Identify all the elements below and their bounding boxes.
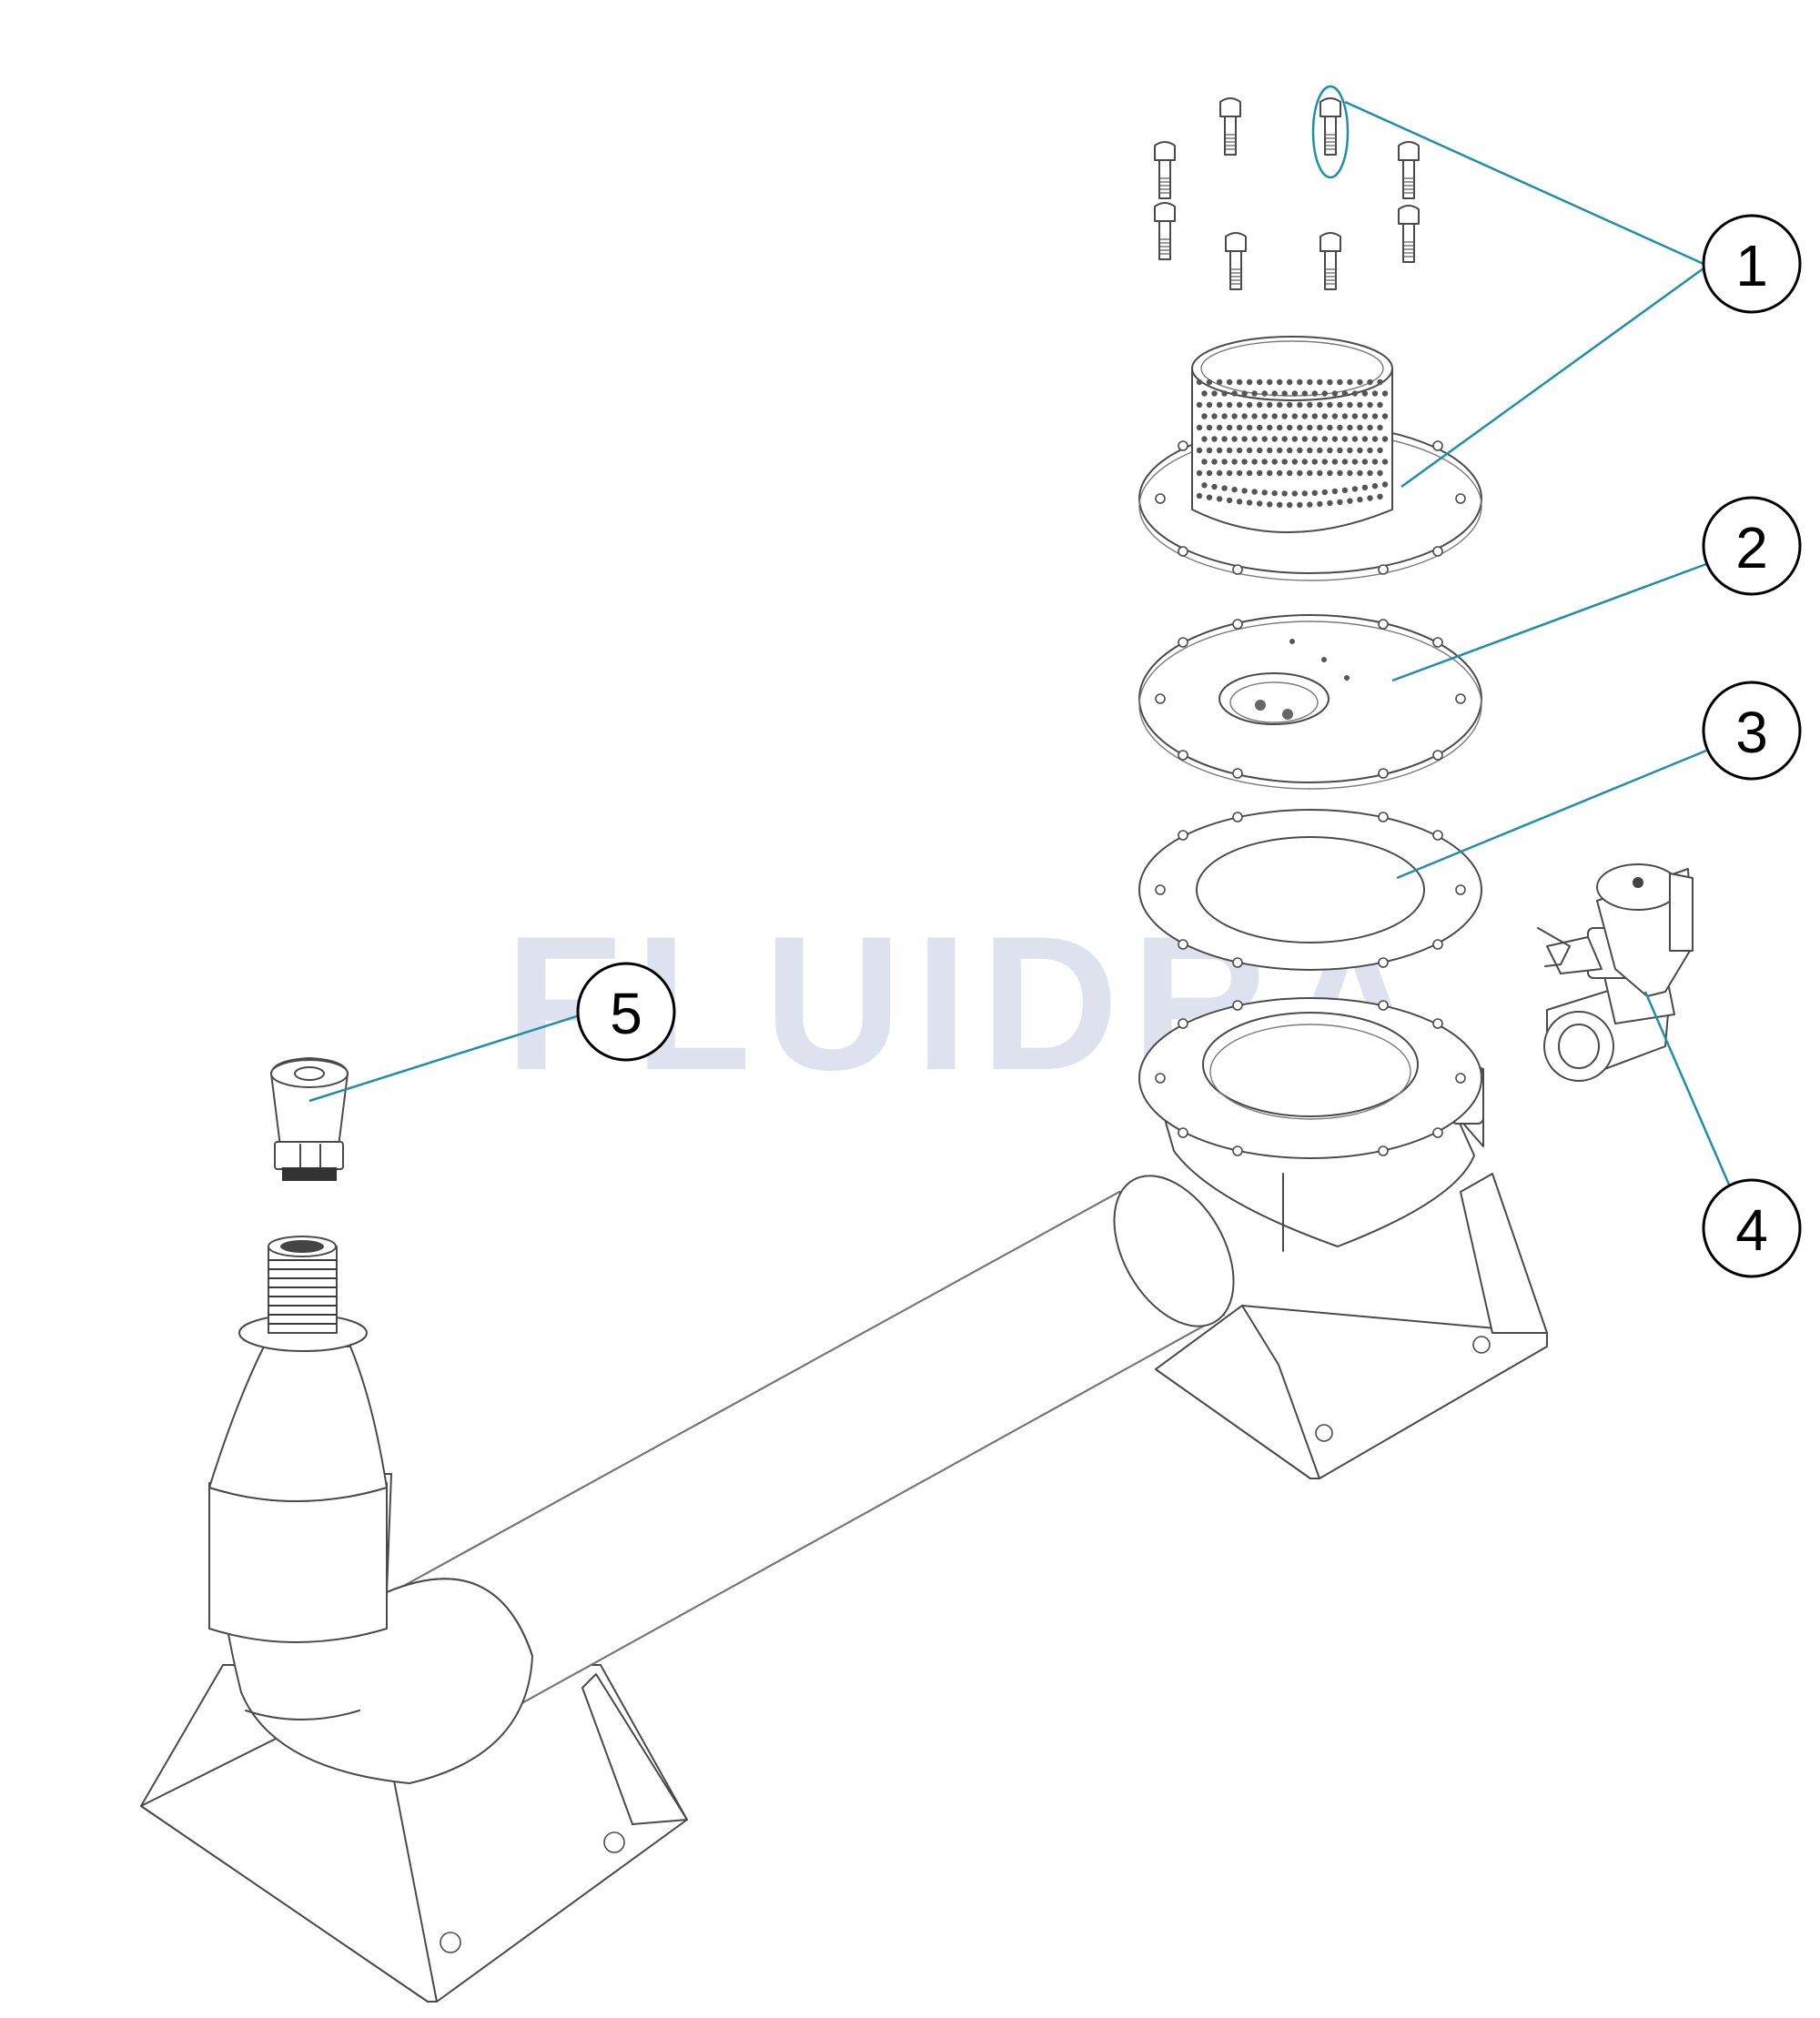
fitting-cap-part: [270, 1057, 349, 1181]
strainer-basket-part: [1138, 336, 1482, 581]
bolt: [1154, 141, 1176, 199]
callout-5: 5: [576, 962, 676, 1062]
solenoid-valve-part: [1537, 863, 1694, 1082]
gasket-part: [1138, 809, 1482, 971]
bolt: [1225, 232, 1247, 290]
basket-perforations: [1196, 378, 1389, 509]
bolt: [1398, 205, 1420, 263]
callout-3: 3: [1702, 681, 1802, 781]
callout-5-number: 5: [610, 981, 642, 1046]
bolt: [1398, 141, 1420, 199]
leader-lines: [308, 100, 1731, 1186]
main-flange-holes: [1155, 1000, 1466, 1156]
callout-1: 1: [1702, 214, 1802, 314]
bolt: [1320, 97, 1341, 156]
bolt: [1320, 232, 1341, 290]
threaded-nipple: [268, 1236, 338, 1334]
callout-3-number: 3: [1735, 700, 1768, 765]
highlighted-bolt-marker: [1311, 85, 1350, 179]
right-mount-bracket: [1155, 1173, 1548, 1479]
callout-2-number: 2: [1735, 515, 1768, 580]
callout-2: 2: [1702, 496, 1802, 596]
callout-4-number: 4: [1735, 1197, 1768, 1263]
callout-4: 4: [1702, 1178, 1802, 1278]
left-mount-bracket: [140, 1664, 688, 2003]
cover-plate-part: [1138, 614, 1482, 790]
bolt-set: [1154, 97, 1420, 290]
callout-1-number: 1: [1735, 233, 1768, 298]
bolt: [1154, 202, 1176, 260]
bolt: [1219, 97, 1241, 156]
pipe-assembly: [140, 997, 1548, 2003]
